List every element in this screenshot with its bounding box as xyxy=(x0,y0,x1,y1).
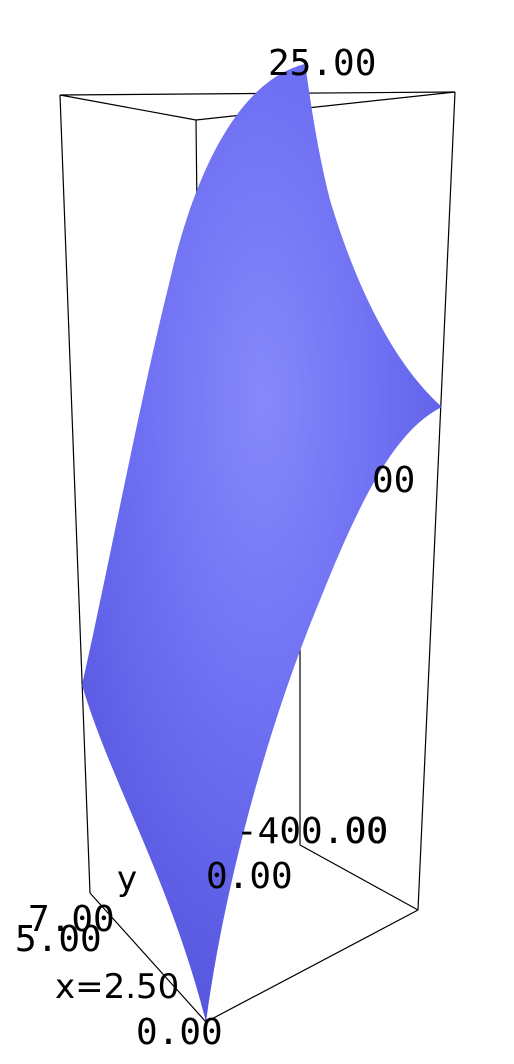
tick-label-y-near: 00 xyxy=(345,811,388,852)
axis-label-y: y xyxy=(117,859,137,899)
box-edge-left-back xyxy=(59,94,91,894)
box-edge-right xyxy=(417,91,456,911)
tick-label-y-mid-b: -400.00 xyxy=(236,811,388,852)
tick-label-y-far: 7.00 xyxy=(28,899,115,940)
tick-label-z-bottom: 0.00 xyxy=(136,1012,223,1053)
tick-label-z-top: 25.00 xyxy=(268,43,376,84)
box-edge-top-left xyxy=(59,94,197,121)
tick-label-back-mid: 00 xyxy=(372,460,415,501)
box-edge-bottom-right xyxy=(299,844,419,911)
surface-patch xyxy=(82,64,442,1022)
box-edge-bottom-left xyxy=(89,892,207,1023)
box-edge-bottom-front xyxy=(205,909,419,1023)
axis-label-x: x=2.50 xyxy=(55,967,179,1007)
tick-label-x-min: 5.00 xyxy=(15,919,102,960)
box-edge-top-right xyxy=(195,91,456,121)
tick-label-y-mid-a: 0.00 xyxy=(206,856,293,897)
